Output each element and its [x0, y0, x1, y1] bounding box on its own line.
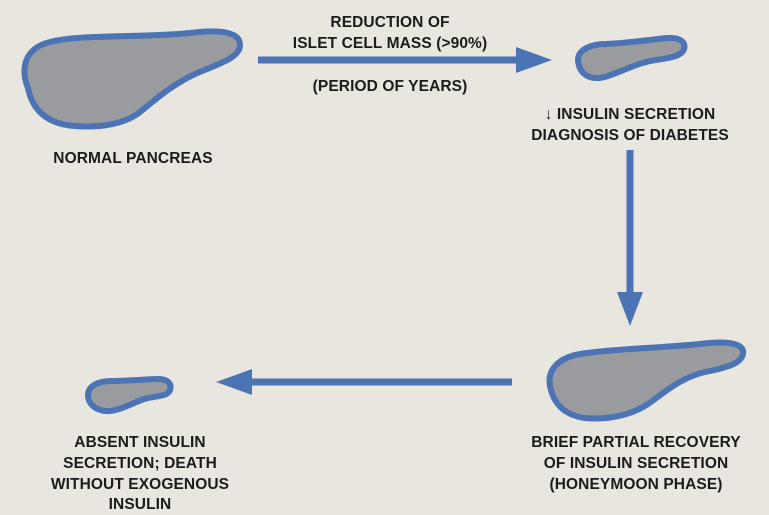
atrophic-pancreas-shape [88, 379, 171, 411]
recovery-label-line1: BRIEF PARTIAL RECOVERY [508, 432, 764, 453]
absent-label-line2: SECRETION; DEATH [40, 453, 240, 474]
absent-label-line4: INSULIN [40, 494, 240, 515]
honeymoon-pancreas-shape [550, 342, 744, 418]
reduction-label-line1: REDUCTION OF [250, 12, 530, 33]
diagnosis-label: DIAGNOSIS OF DIABETES [500, 125, 760, 146]
insulin-secretion-label: ↓ INSULIN SECRETION [500, 104, 760, 125]
recovery-label-line2: OF INSULIN SECRETION [508, 453, 764, 474]
normal-pancreas-label: NORMAL PANCREAS [28, 148, 238, 169]
absent-label-line3: WITHOUT EXOGENOUS [40, 474, 240, 495]
absent-label-line1: ABSENT INSULIN [40, 432, 240, 453]
reduced-pancreas-shape [578, 38, 684, 78]
reduction-label-line2: ISLET CELL MASS (>90%) [250, 33, 530, 54]
recovery-label-line3: (HONEYMOON PHASE) [508, 474, 764, 495]
normal-pancreas-shape [24, 31, 240, 126]
period-label: (PERIOD OF YEARS) [250, 76, 530, 97]
arrow-to-absent [216, 369, 512, 395]
arrow-to-honeymoon [617, 150, 643, 326]
